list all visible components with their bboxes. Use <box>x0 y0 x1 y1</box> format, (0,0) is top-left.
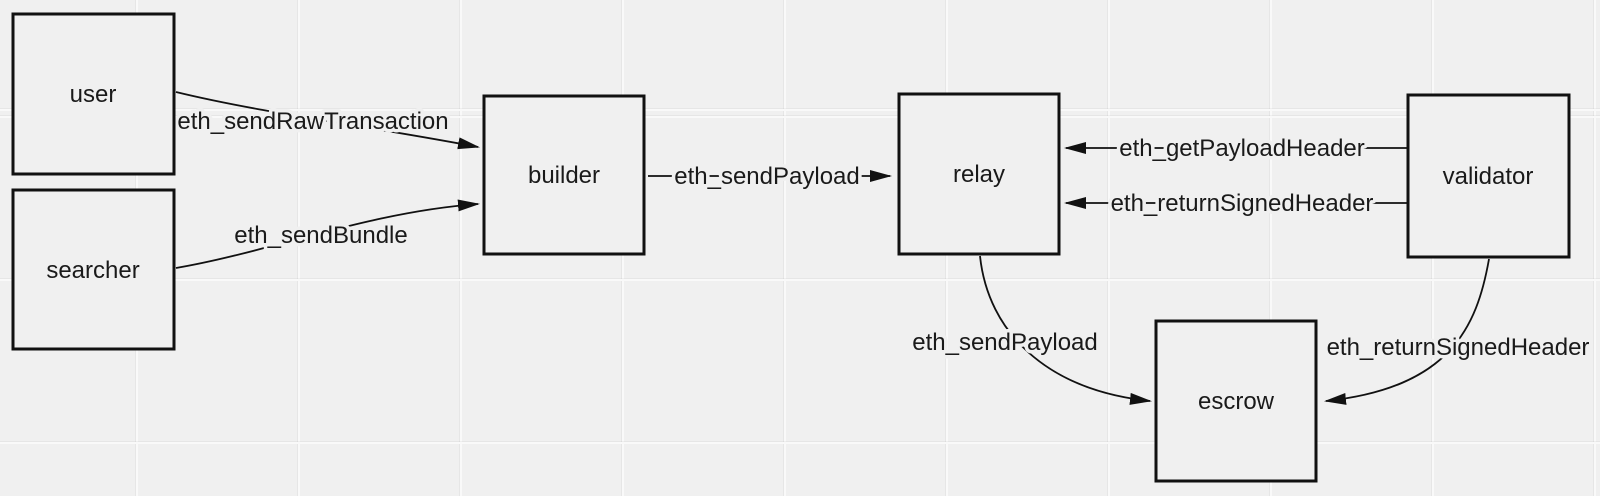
edge-validator-to-escrow-arrow <box>1324 258 1490 405</box>
edge-label-eth-returnsignedheader-bottom[interactable]: eth_returnSignedHeader <box>1323 331 1593 365</box>
edge-searcher-to-builder-arrow <box>175 199 480 269</box>
node-escrow-label: escrow <box>1198 388 1275 415</box>
node-searcher-label: searcher <box>46 257 139 284</box>
node-escrow[interactable]: escrow <box>1154 319 1318 483</box>
node-builder[interactable]: builder <box>482 94 646 256</box>
node-user-label: user <box>70 81 117 108</box>
node-builder-box <box>482 94 646 256</box>
edge-relay-to-escrow[interactable] <box>979 255 1152 405</box>
edge-user-to-builder[interactable] <box>175 91 480 150</box>
edge-label-eth-sendpayload-bottom[interactable]: eth_sendPayload <box>909 326 1101 360</box>
node-validator[interactable]: validator <box>1406 93 1571 259</box>
node-relay[interactable]: relay <box>897 92 1061 256</box>
edge-label-eth-sendpayload-top[interactable]: eth_sendPayload <box>671 160 863 194</box>
node-user[interactable]: user <box>11 12 176 176</box>
node-validator-box <box>1406 93 1571 259</box>
edge-label-eth-getpayloadheader[interactable]: eth_getPayloadHeader <box>1116 132 1369 166</box>
node-searcher-box <box>11 188 176 351</box>
edge-relay-to-escrow-arrow <box>979 255 1152 405</box>
node-user-box <box>11 12 176 176</box>
node-builder-label: builder <box>528 162 600 189</box>
edge-label-eth-sendrawtransaction[interactable]: eth_sendRawTransaction <box>174 105 452 139</box>
node-relay-label: relay <box>953 161 1005 188</box>
edge-searcher-to-builder[interactable] <box>175 199 480 269</box>
node-searcher[interactable]: searcher <box>11 188 176 351</box>
edge-user-to-builder-arrow <box>175 91 480 150</box>
edge-validator-to-escrow[interactable] <box>1324 258 1490 405</box>
edge-label-eth-returnsignedheader-top[interactable]: eth_returnSignedHeader <box>1107 187 1377 221</box>
edge-label-eth-sendbundle[interactable]: eth_sendBundle <box>231 219 411 253</box>
node-escrow-box <box>1154 319 1318 483</box>
node-relay-box <box>897 92 1061 256</box>
node-validator-label: validator <box>1443 163 1534 190</box>
